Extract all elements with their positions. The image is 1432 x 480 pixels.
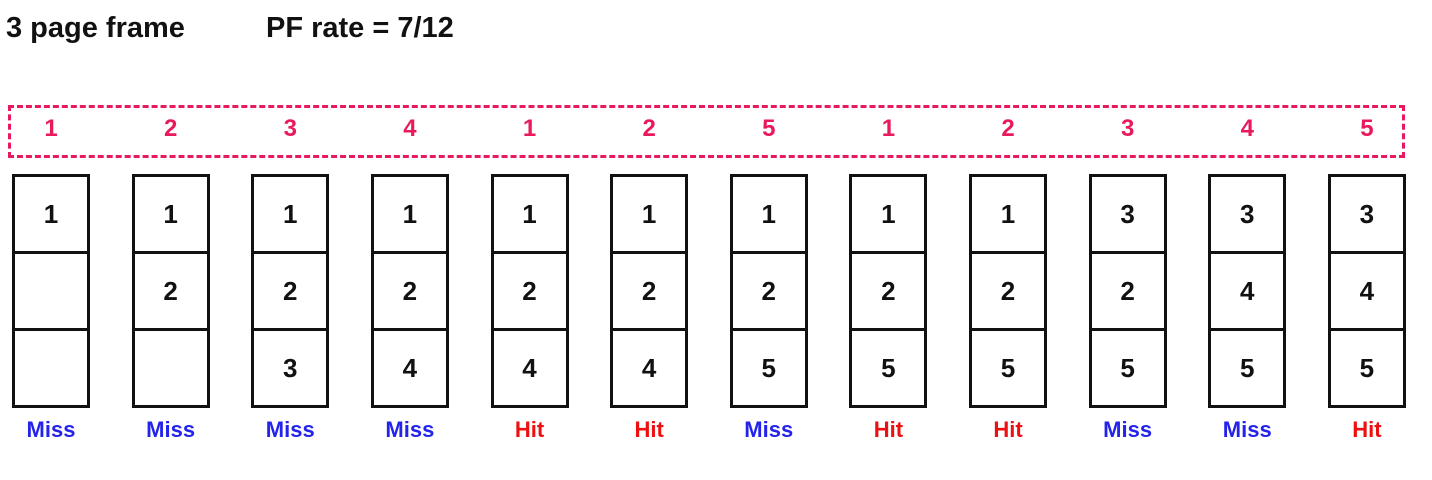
frame-cell: 2 bbox=[1091, 254, 1164, 331]
reference-number: 5 bbox=[762, 115, 776, 142]
page-fault-rate-label: PF rate = 7/12 bbox=[266, 12, 454, 44]
frame-cell: 3 bbox=[1211, 177, 1284, 254]
miss-label: Miss bbox=[265, 417, 315, 442]
frame-cell: 1 bbox=[972, 177, 1044, 254]
frame-cell: 5 bbox=[1000, 352, 1016, 383]
frame-cell: 5 bbox=[1240, 352, 1255, 383]
frame-cell: 4 bbox=[522, 352, 537, 383]
frame-cell: 5 bbox=[1359, 352, 1375, 383]
reference-number: 3 bbox=[1120, 115, 1135, 142]
frame-count-title: 3 page frame bbox=[6, 12, 185, 44]
reference-number: 1 bbox=[881, 115, 896, 142]
frame-cell: 2 bbox=[254, 254, 327, 331]
frame-cell bbox=[15, 254, 87, 331]
reference-number: 4 bbox=[403, 115, 417, 142]
reference-string-box bbox=[8, 105, 1405, 158]
reference-number: 3 bbox=[283, 115, 297, 142]
frame-cell: 2 bbox=[134, 254, 207, 331]
frame-cell: 2 bbox=[732, 254, 805, 331]
reference-string-row: 1 2 3 4 1 2 5 1 2 3 4 5 bbox=[12, 110, 1406, 148]
hit-label: Hit bbox=[514, 417, 545, 442]
frame-cell: 1 bbox=[493, 177, 566, 254]
frame-cell: 3 bbox=[1091, 177, 1164, 254]
reference-number: 2 bbox=[642, 115, 656, 142]
frame-cell: 3 bbox=[1330, 177, 1403, 254]
frame-cell bbox=[135, 331, 207, 405]
frame-cell: 2 bbox=[972, 254, 1044, 331]
miss-label: Miss bbox=[385, 417, 435, 442]
miss-label: Miss bbox=[1222, 417, 1272, 442]
frame-cell: 2 bbox=[613, 254, 686, 331]
reference-number: 5 bbox=[1360, 115, 1374, 142]
miss-label: Miss bbox=[146, 417, 196, 442]
frame-cell: 2 bbox=[852, 254, 925, 331]
frame-cell bbox=[15, 331, 87, 405]
hit-label: Hit bbox=[873, 417, 904, 442]
reference-number: 1 bbox=[522, 115, 537, 142]
frame-cell: 4 bbox=[641, 352, 657, 383]
reference-number: 2 bbox=[163, 115, 178, 142]
frame-cell: 4 bbox=[1211, 254, 1284, 331]
miss-label: Miss bbox=[1103, 417, 1153, 442]
frame-cell: 1 bbox=[852, 177, 925, 254]
miss-label: Miss bbox=[744, 417, 794, 442]
frame-cell: 2 bbox=[493, 254, 566, 331]
frame-cell: 1 bbox=[732, 177, 805, 254]
frame-cell: 1 bbox=[134, 177, 207, 254]
frame-cell: 1 bbox=[613, 177, 686, 254]
frame-cell: 5 bbox=[1120, 352, 1135, 383]
results-row: Miss Miss Miss Miss Hit Hit Miss Hit Hit Miss Miss… bbox=[12, 416, 1406, 444]
hit-label: Hit bbox=[634, 417, 664, 442]
reference-number: 4 bbox=[1240, 115, 1254, 142]
reference-number: 2 bbox=[1001, 115, 1015, 142]
miss-label: Miss bbox=[26, 417, 76, 442]
frame-cell: 4 bbox=[1330, 254, 1403, 331]
frame-cell: 5 bbox=[881, 352, 896, 383]
frame-cell: 1 bbox=[373, 177, 446, 254]
reference-number: 1 bbox=[44, 115, 58, 142]
hit-label: Hit bbox=[993, 417, 1023, 442]
hit-label: Hit bbox=[1352, 417, 1382, 442]
frame-cell: 4 bbox=[402, 352, 418, 383]
frame-cell: 3 bbox=[283, 352, 298, 383]
frame-cell: 2 bbox=[373, 254, 446, 331]
frame-cell: 5 bbox=[761, 352, 776, 383]
frame-cell: 1 bbox=[15, 177, 87, 254]
frame-column: 1 bbox=[12, 174, 90, 408]
frame-cell: 1 bbox=[254, 177, 327, 254]
